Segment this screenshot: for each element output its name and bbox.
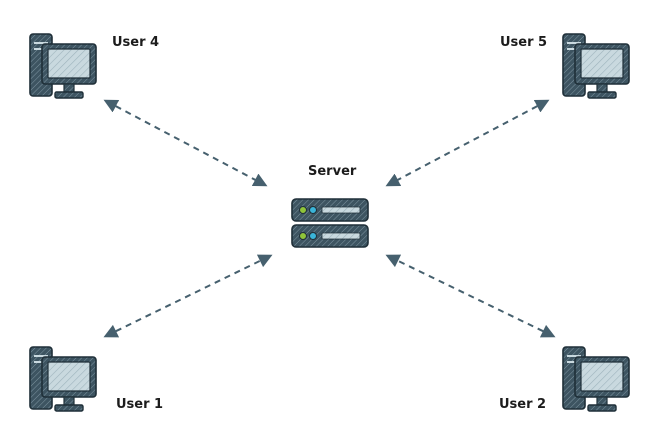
- user-4-label: User 4: [112, 35, 159, 50]
- desktop-computer-icon: [29, 346, 97, 412]
- user-5-label: User 5: [500, 35, 547, 50]
- connector-user-2-server: [385, 254, 556, 338]
- server-node: Server: [291, 164, 369, 248]
- connector-user-1-server: [103, 254, 273, 338]
- connectors: [103, 99, 556, 338]
- user-node-user-1: User 1: [29, 346, 163, 412]
- user-node-user-4: User 4: [29, 33, 159, 99]
- connector-user-4-server: [103, 99, 268, 187]
- server-rack-icon: [291, 198, 369, 248]
- server-label: Server: [308, 164, 357, 179]
- desktop-computer-icon: [562, 346, 630, 412]
- user-1-label: User 1: [116, 397, 163, 412]
- user-2-label: User 2: [499, 397, 546, 412]
- user-node-user-2: User 2: [499, 346, 630, 412]
- connector-user-5-server: [385, 99, 550, 187]
- user-node-user-5: User 5: [500, 33, 630, 99]
- desktop-computer-icon: [29, 33, 97, 99]
- desktop-computer-icon: [562, 33, 630, 99]
